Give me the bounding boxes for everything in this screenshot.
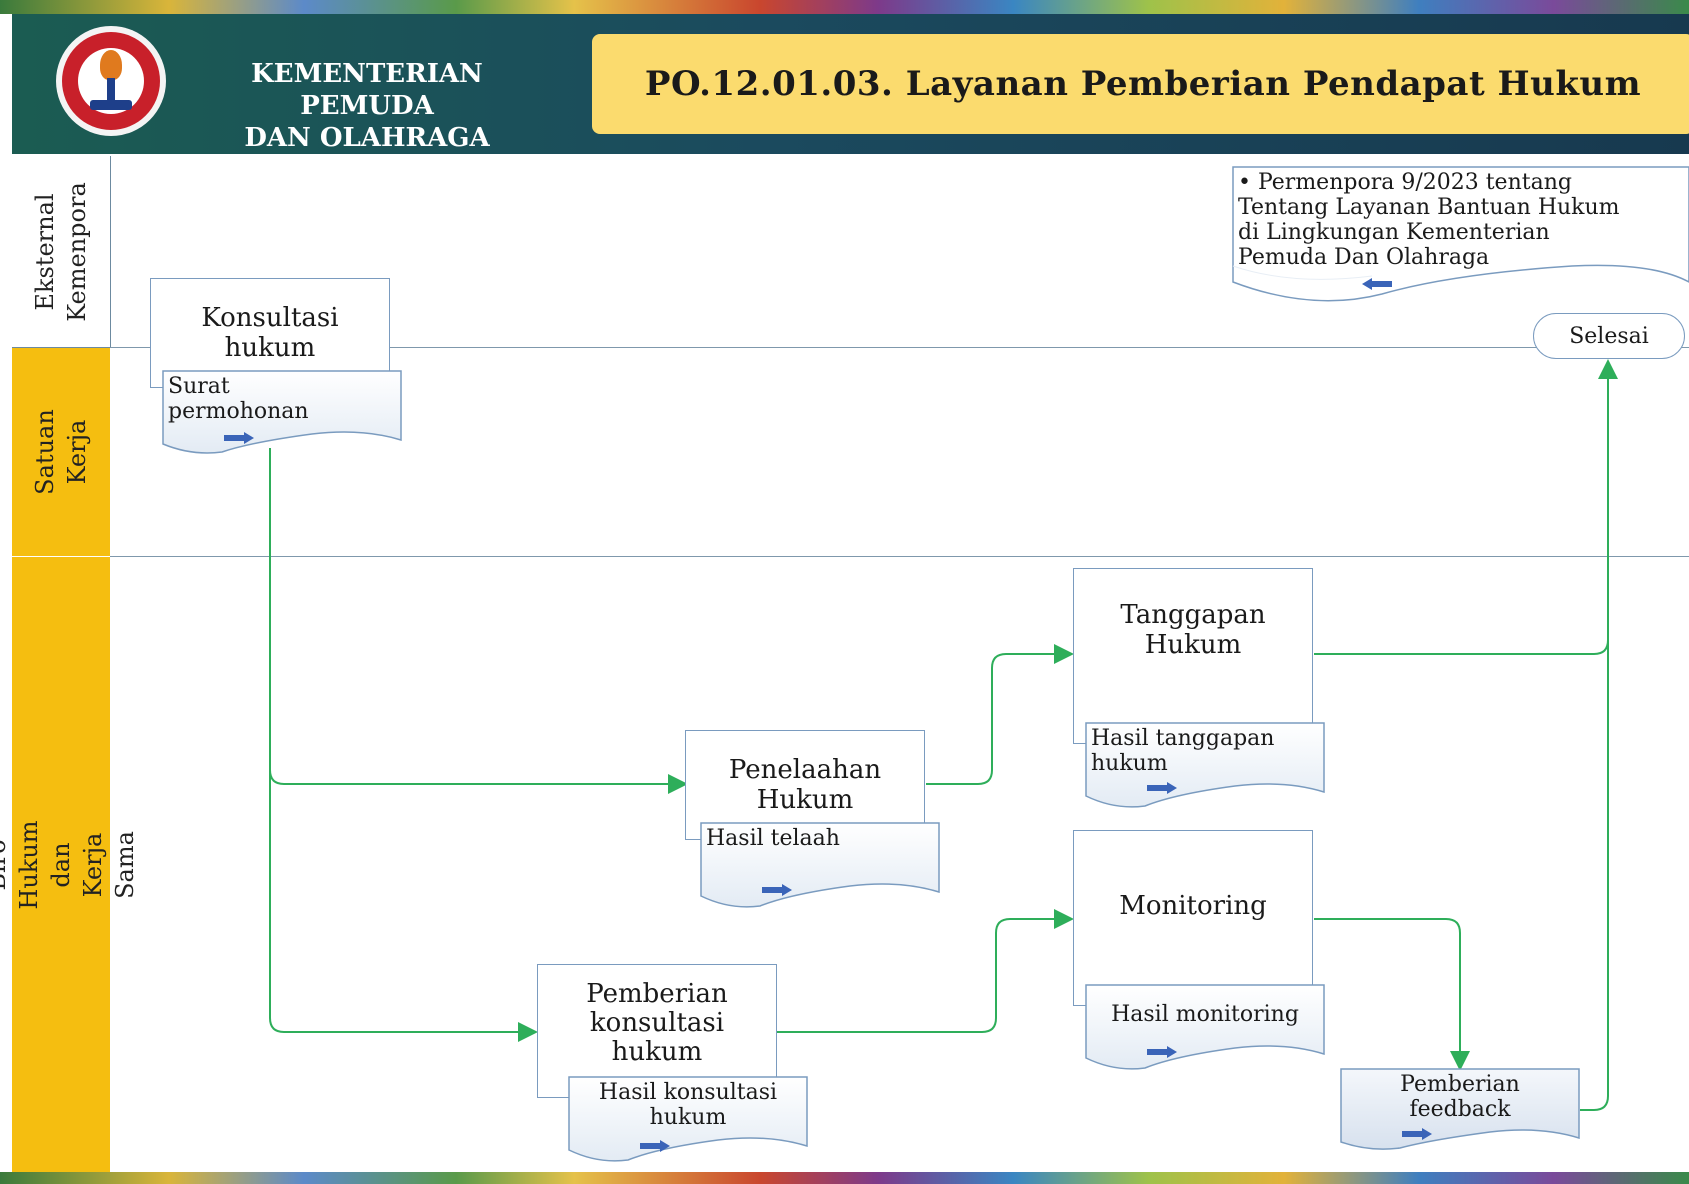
connector-tanggapan-to-selesai bbox=[1314, 359, 1618, 655]
document-pemberian-feedback: Pemberian feedback bbox=[1340, 1068, 1580, 1150]
connector-monitoring-to-feedback bbox=[1314, 918, 1470, 1071]
torch-flame-icon bbox=[100, 50, 122, 80]
document-title: PO.12.01.03. Layanan Pemberian Pendapat … bbox=[644, 64, 1642, 104]
arrow-right-icon bbox=[1402, 1128, 1432, 1140]
lane-divider bbox=[110, 347, 1689, 348]
title-box: PO.12.01.03. Layanan Pemberian Pendapat … bbox=[592, 34, 1689, 134]
document-hasil-konsultasi-hukum: Hasil konsultasi hukum bbox=[568, 1076, 808, 1162]
lane-divider bbox=[110, 556, 1689, 557]
document-label: Hasil tanggapan hukum bbox=[1091, 726, 1275, 776]
connector-to-pemberian-konsultasi bbox=[269, 770, 538, 1042]
process-monitoring: Monitoring bbox=[1073, 830, 1313, 1006]
process-label: Tanggapan Hukum bbox=[1120, 600, 1266, 660]
document-label: Surat permohonan bbox=[168, 374, 309, 424]
organization-name: KEMENTERIAN PEMUDA DAN OLAHRAGA bbox=[244, 59, 490, 153]
document-surat-permohonan: Surat permohonan bbox=[162, 370, 402, 454]
arrow-left-icon bbox=[1362, 278, 1392, 290]
document-label: Hasil monitoring bbox=[1111, 1002, 1299, 1027]
document-label: Hasil konsultasi hukum bbox=[598, 1080, 778, 1130]
lane-label-satuan-kerja: Satuan Kerja bbox=[12, 348, 110, 556]
process-penelaahan-hukum: Penelaahan Hukum bbox=[685, 730, 925, 840]
process-label: Pemberian konsultasi hukum bbox=[586, 978, 728, 1067]
arrow-right-icon bbox=[640, 1140, 670, 1152]
connector-feedback-to-selesai bbox=[1580, 640, 1609, 1111]
document-hasil-monitoring: Hasil monitoring bbox=[1085, 984, 1325, 1070]
connector-penelaahan-to-tanggapan bbox=[926, 644, 1074, 785]
lane-label-eksternal: Eksternal Kemenpora bbox=[12, 156, 111, 348]
header-banner: KEMENTERIAN PEMUDA DAN OLAHRAGA PO.12.01… bbox=[12, 14, 1689, 154]
lane-label-biro-hukum: Biro Hukum dan Kerja Sama bbox=[0, 557, 139, 1172]
process-pemberian-konsultasi-hukum: Pemberian konsultasi hukum bbox=[537, 964, 777, 1098]
arrow-right-icon bbox=[762, 884, 792, 896]
process-label: Monitoring bbox=[1119, 891, 1267, 921]
regulation-reference-document: • Permenpora 9/2023 tentang Tentang Laya… bbox=[1232, 166, 1689, 302]
bottom-decorative-stripe bbox=[0, 1172, 1689, 1184]
document-label: Pemberian feedback bbox=[1400, 1072, 1520, 1122]
document-hasil-telaah: Hasil telaah bbox=[700, 822, 940, 908]
document-hasil-tanggapan-hukum: Hasil tanggapan hukum bbox=[1085, 722, 1325, 808]
ministry-logo bbox=[56, 26, 166, 136]
end-terminator: Selesai bbox=[1533, 313, 1685, 359]
arrow-right-icon bbox=[1147, 1046, 1177, 1058]
top-decorative-stripe bbox=[0, 0, 1689, 14]
process-tanggapan-hukum: Tanggapan Hukum bbox=[1073, 568, 1313, 744]
connector-to-penelaahan bbox=[269, 448, 688, 794]
arrow-right-icon bbox=[1147, 782, 1177, 794]
regulation-text: • Permenpora 9/2023 tentang Tentang Laya… bbox=[1238, 170, 1620, 270]
arrow-right-icon bbox=[224, 432, 254, 444]
document-label: Hasil telaah bbox=[706, 826, 840, 851]
process-konsultasi-hukum: Konsultasi hukum bbox=[150, 278, 390, 388]
connector-pemberian-to-monitoring bbox=[777, 909, 1074, 1033]
